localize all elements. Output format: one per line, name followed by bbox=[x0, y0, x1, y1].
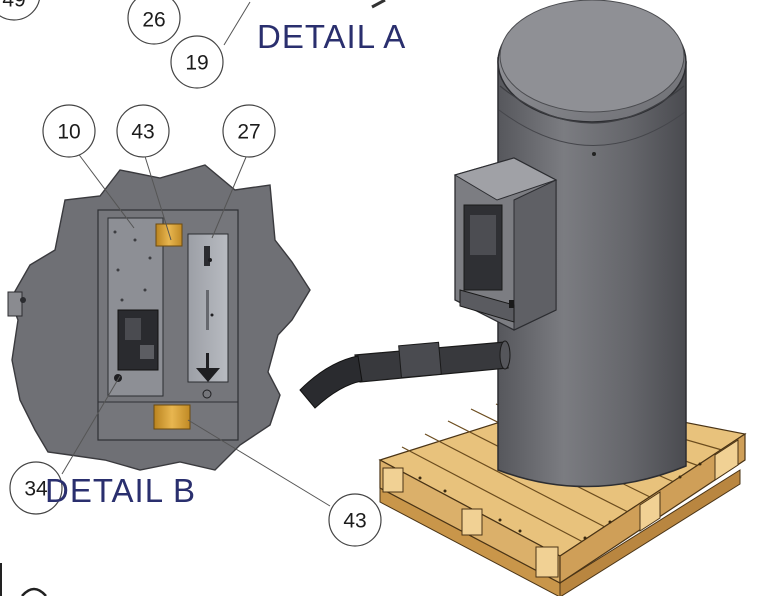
callout-27-number: 27 bbox=[237, 121, 260, 144]
leader-lines bbox=[61, 1, 331, 507]
callout-43-bottom-number: 43 bbox=[343, 510, 366, 533]
storage-tank bbox=[497, 0, 687, 488]
callout-34-number: 34 bbox=[24, 478, 48, 501]
callout-49: 49 bbox=[0, 0, 40, 21]
detail-a-title: DETAIL A bbox=[257, 18, 406, 55]
callout-10-number: 10 bbox=[57, 121, 80, 144]
detail-b-title: DETAIL B bbox=[45, 472, 196, 509]
callout-26: 26 bbox=[127, 0, 181, 45]
callout-10: 10 bbox=[42, 104, 96, 158]
detail-b-view bbox=[7, 164, 311, 471]
leader-stub bbox=[371, 0, 386, 9]
frame-arc bbox=[21, 587, 47, 596]
callout-49-number: 49 bbox=[2, 0, 25, 12]
callout-19: 19 bbox=[170, 35, 224, 89]
callout-19-number: 19 bbox=[185, 52, 208, 75]
callout-43-top: 43 bbox=[116, 104, 170, 158]
callout-34: 34 bbox=[9, 461, 63, 515]
callout-43-bottom: 43 bbox=[328, 493, 382, 547]
callout-27: 27 bbox=[222, 104, 276, 158]
vent-pipe bbox=[299, 340, 511, 409]
callout-26-number: 26 bbox=[142, 9, 165, 32]
control-housing bbox=[453, 157, 558, 331]
callout-43-top-number: 43 bbox=[131, 121, 154, 144]
